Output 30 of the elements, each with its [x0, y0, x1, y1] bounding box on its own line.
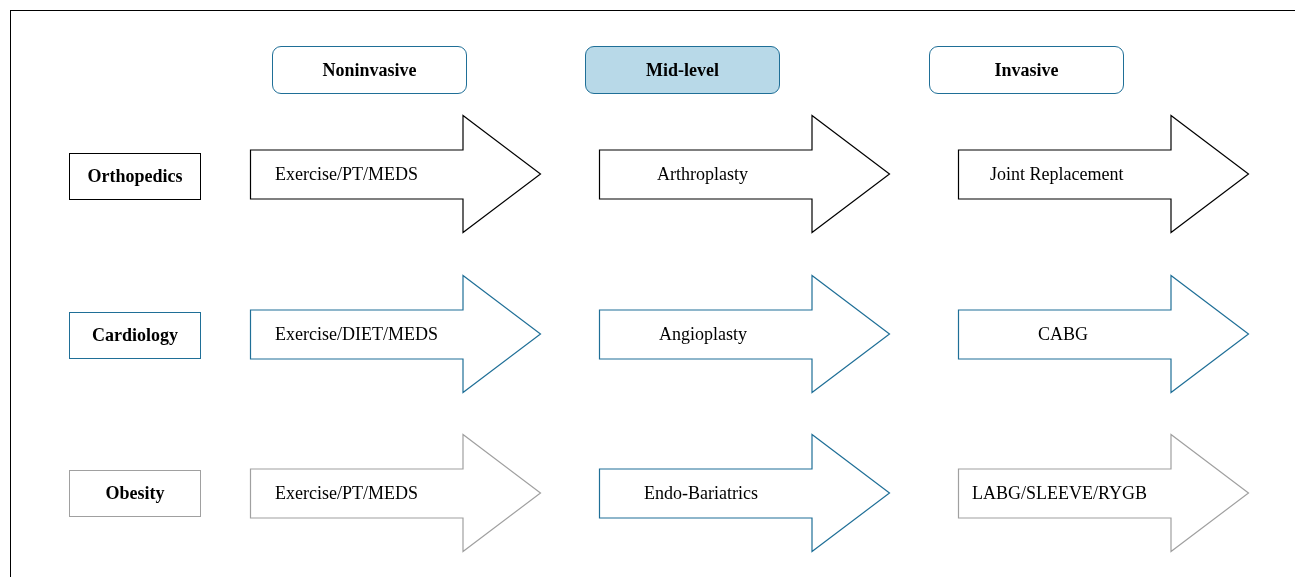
- row-header: [69, 312, 201, 359]
- column-header: [929, 46, 1124, 94]
- pointed-step-box: [250, 275, 541, 393]
- step-text: Exercise/DIET/MEDS: [275, 323, 438, 345]
- pointed-step-box: [599, 434, 890, 552]
- pointed-step-box: [250, 434, 541, 552]
- pointed-step-box: [250, 115, 541, 233]
- pointed-step-box: [599, 115, 890, 233]
- step-text: Angioplasty: [659, 323, 747, 345]
- header-label: Obesity: [105, 483, 165, 504]
- row-header: [69, 470, 201, 517]
- header-label: Mid-level: [646, 59, 719, 81]
- step-text: Arthroplasty: [657, 163, 748, 185]
- pointed-step-box: [958, 434, 1249, 552]
- column-header: [585, 46, 780, 94]
- pointed-step-box: [958, 115, 1249, 233]
- row-header: [69, 153, 201, 200]
- header-label: Noninvasive: [322, 59, 417, 81]
- step-text: LABG/SLEEVE/RYGB: [972, 482, 1147, 504]
- step-text: Exercise/PT/MEDS: [275, 482, 418, 504]
- step-text: Endo-Bariatrics: [644, 482, 758, 504]
- column-header: [272, 46, 467, 94]
- header-label: Cardiology: [92, 325, 178, 346]
- step-text: CABG: [1038, 323, 1088, 345]
- step-text: Joint Replacement: [990, 163, 1124, 185]
- pointed-step-box: [599, 275, 890, 393]
- header-label: Invasive: [994, 59, 1059, 81]
- header-label: Orthopedics: [87, 166, 183, 187]
- pointed-step-box: [958, 275, 1249, 393]
- step-text: Exercise/PT/MEDS: [275, 163, 418, 185]
